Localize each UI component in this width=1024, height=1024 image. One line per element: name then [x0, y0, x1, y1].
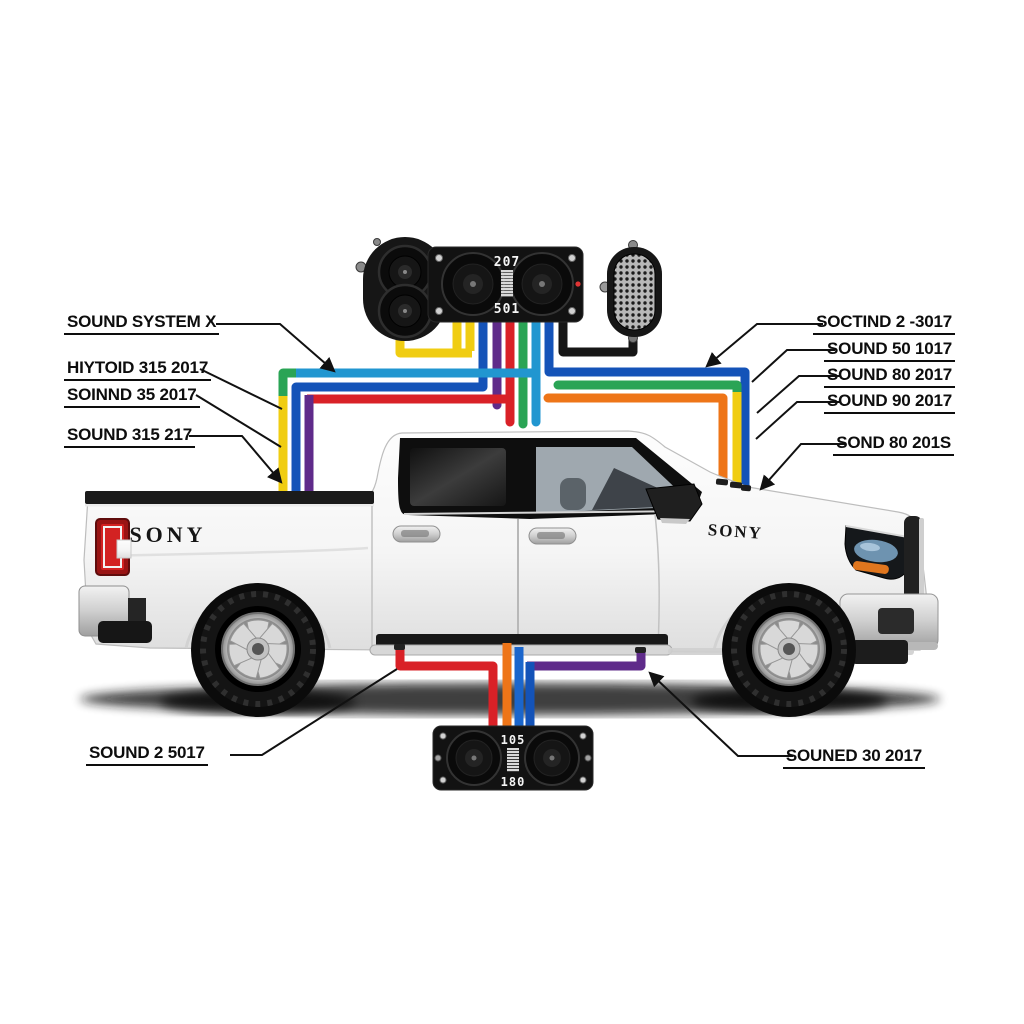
screw — [435, 307, 443, 315]
truck: SONY SONY — [78, 430, 939, 717]
headlight — [844, 525, 910, 580]
mirror-chrome — [660, 518, 690, 524]
head-unit-display-bottom: 501 — [494, 302, 520, 317]
bed-rail — [85, 491, 374, 504]
wire-red-bottom — [395, 646, 498, 732]
door-handle-rear — [392, 525, 441, 543]
bottom-wire-harness — [394, 643, 646, 732]
screw — [439, 776, 447, 784]
wire-blue-right — [544, 313, 750, 496]
head-unit-display-top: 207 — [494, 255, 520, 270]
screw — [568, 254, 576, 262]
callout-line-sound-80 — [756, 375, 840, 414]
callout-line-sound-50 — [751, 349, 835, 383]
door-seam-front — [654, 513, 660, 649]
sony-badge-rear: SONY — [129, 522, 206, 547]
callout-line-sond-80 — [759, 443, 845, 491]
callout-sound-80: SOUND 80 2017 — [824, 365, 955, 388]
screw — [568, 307, 576, 315]
cowl-connectors — [715, 478, 752, 492]
screw — [435, 254, 443, 262]
callout-line-soinnd — [195, 394, 282, 448]
sony-badge-front: SONY — [707, 520, 763, 543]
callout-soinnd: SOINND 35 2017 — [64, 385, 200, 408]
taillight — [95, 518, 132, 576]
callout-line-hiytoid — [199, 368, 283, 410]
wire-purple-bottom — [527, 650, 646, 671]
callout-line-sound-2-5017 — [230, 668, 398, 756]
callout-lines — [189, 323, 845, 757]
screw — [584, 754, 592, 762]
wire-connector — [635, 647, 646, 653]
screw — [579, 776, 587, 784]
callout-line-sound-system-x — [216, 323, 336, 373]
rear-window — [410, 448, 506, 506]
rear-wheel — [191, 583, 325, 717]
body-crease — [94, 546, 369, 558]
callout-line-sound-90 — [755, 401, 840, 440]
callout-sound-315: SOUND 315 217 — [64, 425, 195, 448]
right-speaker-pod — [599, 240, 662, 343]
callout-line-souned-30 — [648, 671, 793, 757]
wire-blue-left — [291, 318, 488, 520]
screw — [439, 732, 447, 740]
pod-bolt — [373, 238, 381, 246]
beltline-chrome — [403, 510, 695, 515]
door-handle-front — [528, 527, 577, 545]
head-unit: 207 501 — [427, 246, 584, 323]
wire-connector — [394, 644, 405, 650]
front-wheel — [722, 583, 856, 717]
amp-display-bottom: 180 — [501, 775, 526, 789]
callout-soctind: SOCTIND 2 -3017 — [813, 312, 955, 335]
amp-eq-bars — [507, 748, 519, 772]
callout-sound-90: SOUND 90 2017 — [824, 391, 955, 414]
grille-edge — [904, 516, 922, 602]
wire-orange-right — [543, 393, 728, 498]
led-indicator — [575, 281, 581, 287]
bed-rail-highlight — [85, 504, 374, 507]
callout-hiytoid: HIYTOID 315 2017 — [64, 358, 212, 381]
perforated-grille — [613, 253, 656, 331]
callout-line-sound-315 — [189, 435, 283, 484]
front-bumper — [839, 593, 939, 664]
head-unit-eq-bars — [501, 270, 513, 297]
amp-display-top: 105 — [501, 733, 526, 747]
callout-souned-30: SOUNED 30 2017 — [782, 746, 925, 769]
grille-chrome — [919, 518, 924, 602]
amp-unit: 105 180 — [432, 725, 594, 791]
rear-bumper — [78, 585, 152, 643]
callout-sond-80: SOND 80 201S — [833, 433, 954, 456]
side-mirror — [645, 483, 703, 522]
screw — [579, 732, 587, 740]
left-speaker-pod — [355, 237, 447, 341]
callout-sound-system-x: SOUND SYSTEM X — [64, 312, 220, 335]
callout-sound-2-5017: SOUND 2 5017 — [86, 743, 208, 766]
wire-green-elbow-left — [278, 368, 296, 400]
callout-sound-50: SOUND 50 1017 — [824, 339, 955, 362]
screw — [434, 754, 442, 762]
seat-silhouette — [560, 478, 586, 510]
top-wire-harness — [278, 313, 750, 520]
callout-line-soctind — [705, 323, 823, 368]
